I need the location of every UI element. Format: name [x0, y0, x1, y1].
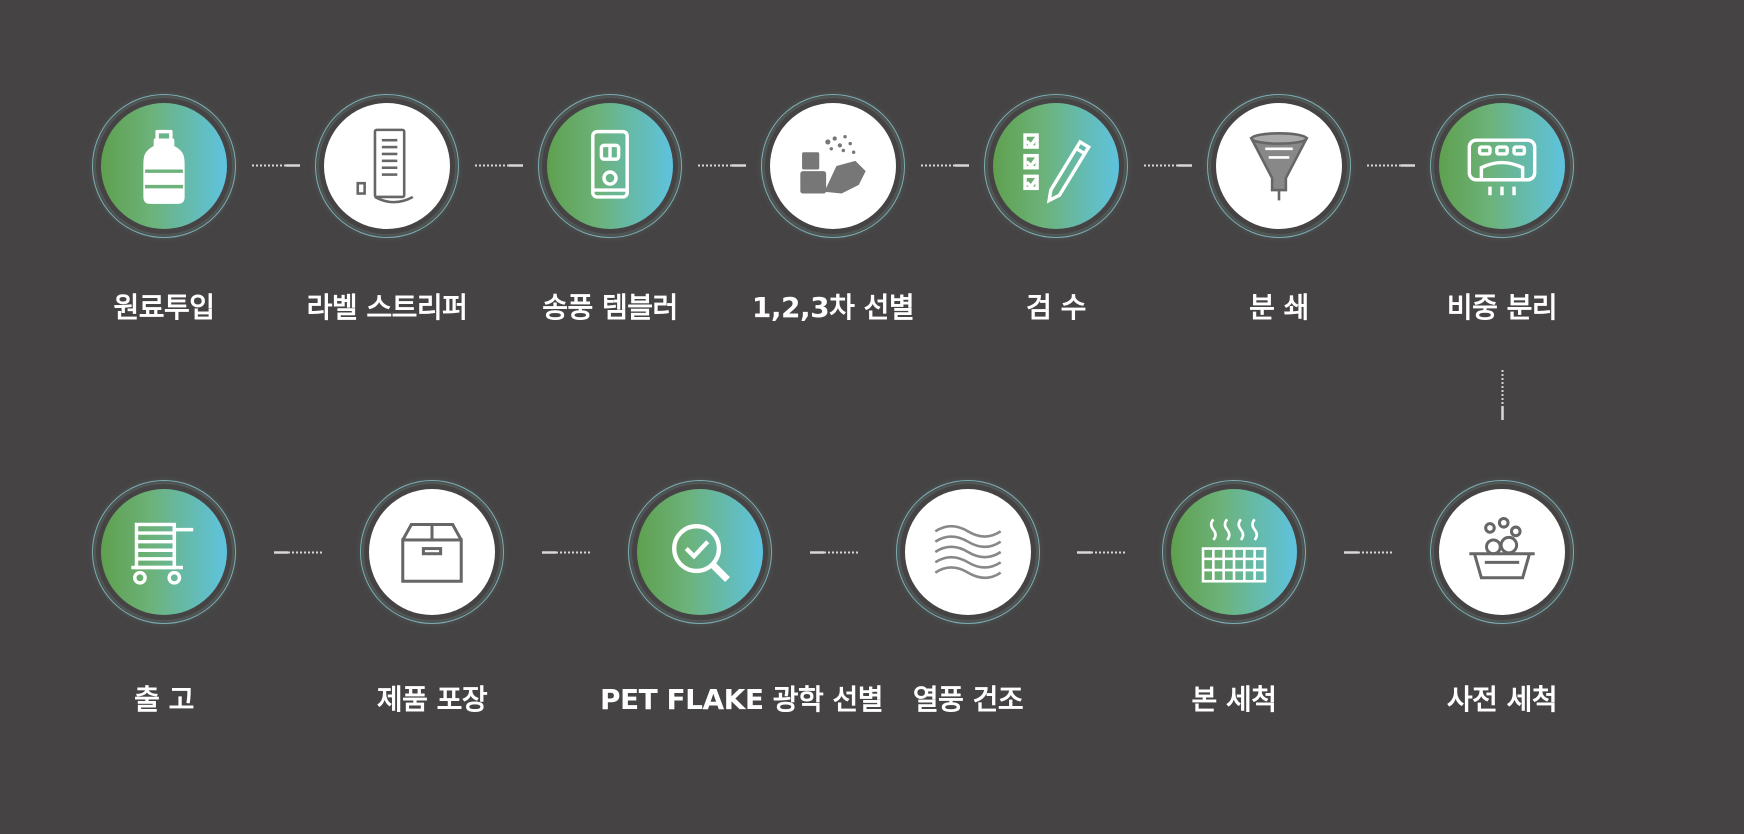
separator-machine-icon: [1467, 138, 1537, 196]
connector: [1077, 551, 1125, 554]
step-inspection: 검 수: [956, 94, 1156, 326]
box-icon: [401, 522, 463, 583]
step-hot-air-drying: 열풍 건조: [868, 480, 1068, 718]
step-shipping: 출 고: [64, 480, 264, 718]
steam-grid-icon: [1201, 518, 1267, 583]
step-label: 송풍 템블러: [542, 291, 678, 324]
step-label: 라벨 스트리퍼: [306, 291, 468, 324]
connector-vertical: [1501, 370, 1504, 420]
step-gravity-separation: 비중 분리: [1402, 94, 1602, 326]
step-label: 비중 분리: [1446, 291, 1558, 324]
hot-air-waves-icon: [934, 524, 1002, 580]
step-crushing: 분 쇄: [1179, 94, 1379, 326]
blower-tumbler-icon: [591, 129, 629, 199]
step-optical-sorting: PET FLAKE 광학 선별: [600, 480, 884, 718]
connector: [252, 164, 300, 167]
sorting-bottles-icon: [800, 135, 866, 194]
connector: [274, 551, 322, 554]
step-packaging: 제품 포장: [332, 480, 532, 718]
label-stripper-machine-icon: [356, 128, 414, 204]
step-pre-washing: 사전 세척: [1402, 480, 1602, 718]
step-label: 분 쇄: [1249, 291, 1309, 324]
step-label: 출 고: [134, 683, 194, 716]
connector: [921, 164, 969, 167]
connector: [1344, 551, 1392, 554]
step-primary-sorting: 1,2,3차 선별: [733, 94, 933, 326]
magnifier-check-icon: [672, 524, 730, 582]
wash-basin-icon: [1469, 516, 1535, 580]
checklist-pencil-icon: [1023, 133, 1092, 204]
connector: [1367, 164, 1415, 167]
step-label: 1,2,3차 선별: [751, 291, 915, 324]
crusher-icon: [1249, 132, 1309, 201]
connector: [542, 551, 590, 554]
step-label: 본 세척: [1191, 683, 1277, 716]
connector: [698, 164, 746, 167]
step-main-washing: 본 세척: [1134, 480, 1334, 718]
step-label: 검 수: [1026, 291, 1086, 324]
step-label: 사전 세척: [1446, 683, 1558, 716]
step-label: 열풍 건조: [912, 683, 1024, 716]
step-label: PET FLAKE 광학 선별: [600, 683, 884, 716]
connector: [810, 551, 858, 554]
connector: [475, 164, 523, 167]
step-raw-material-input: 원료투입: [64, 94, 264, 326]
step-label: 제품 포장: [376, 683, 488, 716]
cart-icon: [131, 522, 194, 585]
step-label-stripper: 라벨 스트리퍼: [287, 94, 487, 326]
bottle-icon: [143, 129, 185, 204]
step-blower-tumbler: 송풍 템블러: [510, 94, 710, 326]
step-label: 원료투입: [113, 291, 215, 324]
connector: [1144, 164, 1192, 167]
